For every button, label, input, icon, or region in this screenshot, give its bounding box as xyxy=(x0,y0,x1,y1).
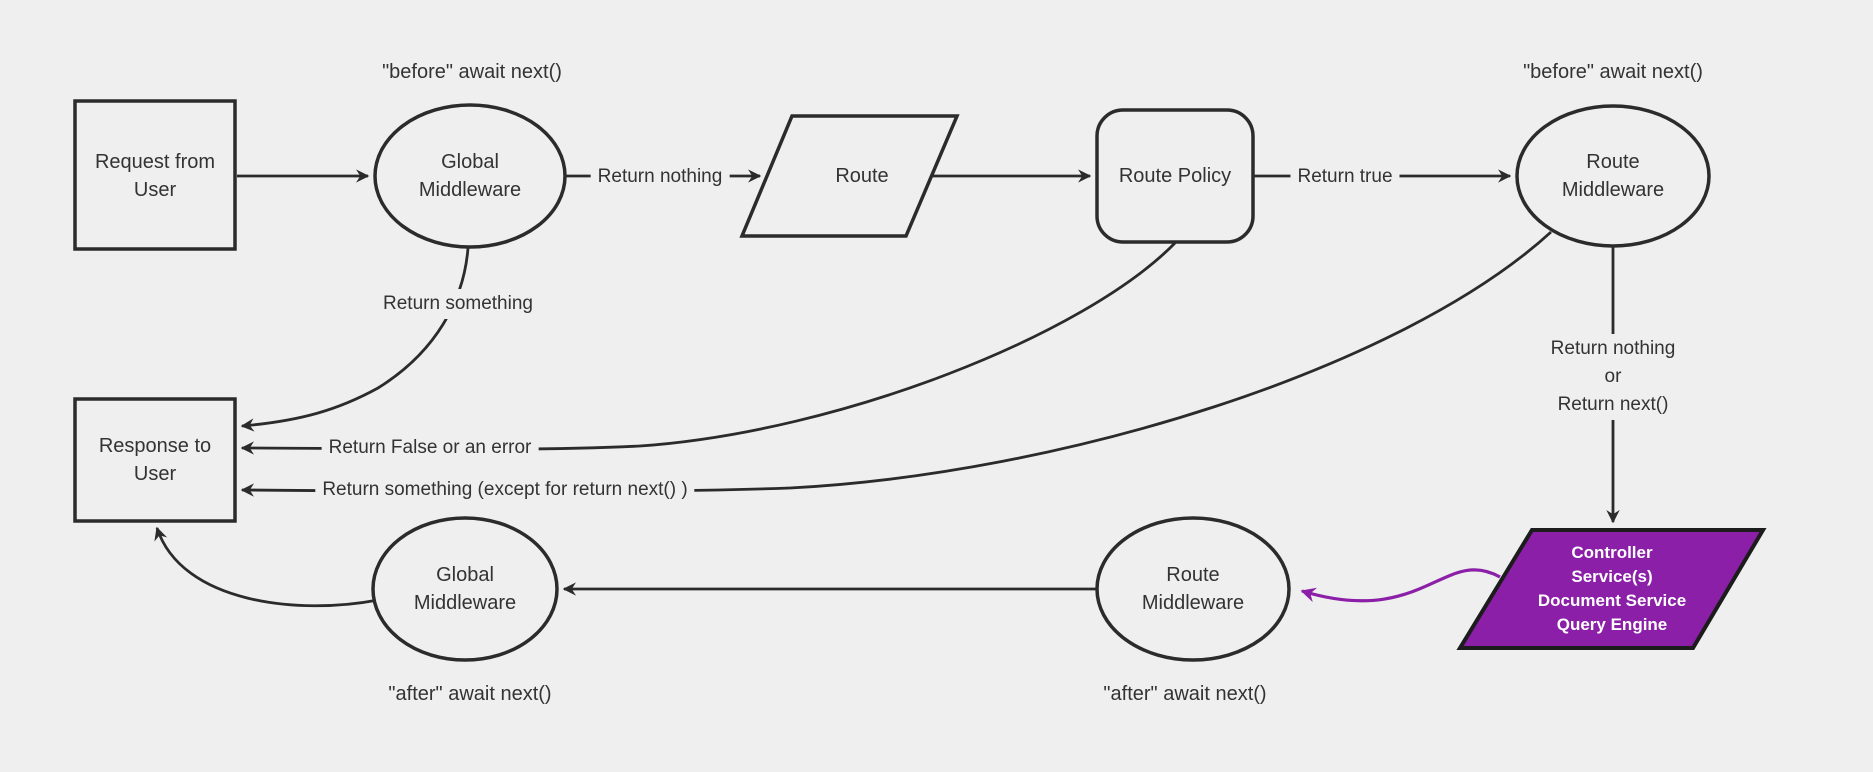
return-something-except-label: Return something (except for return next… xyxy=(315,475,695,505)
return-nothing-or-line1: Return nothing xyxy=(1550,338,1676,359)
return-nothing-label: Return nothing xyxy=(590,162,730,192)
edge-controller-to-route-middleware-bottom xyxy=(1300,568,1501,603)
global-mw-top-line2: Middleware xyxy=(418,179,522,201)
route-line1: Route xyxy=(835,165,889,187)
request-label-line2: User xyxy=(133,179,177,201)
return-true-label: Return true xyxy=(1290,162,1400,192)
controller-line3: Document Service xyxy=(1537,591,1687,610)
route-policy-label: Route Policy xyxy=(1119,162,1231,190)
global-middleware-bottom-ellipse xyxy=(371,516,559,662)
route-middleware-bottom-ellipse xyxy=(1095,516,1291,662)
route-policy-box xyxy=(1095,108,1255,244)
request-from-user-box xyxy=(73,99,237,251)
before-await-next-top-label: "before" await next() xyxy=(382,61,562,83)
global-middleware-top-label: Global Middleware xyxy=(419,148,521,204)
controller-line2: Service(s) xyxy=(1571,567,1653,586)
response-line1: Response to xyxy=(98,435,212,457)
edge-return-something-to-response xyxy=(240,247,470,432)
response-line2: User xyxy=(133,463,177,485)
route-mw-bottom-line2: Middleware xyxy=(1141,592,1245,614)
controller-line1: Controller xyxy=(1571,543,1653,562)
return-nothing-or-line2: or xyxy=(1604,366,1622,387)
route-label: Route xyxy=(835,162,888,190)
route-parallelogram xyxy=(739,114,960,238)
return-nothing-or-next-label: Return nothing or Return next() xyxy=(1543,334,1683,420)
global-mw-bottom-line1: Global xyxy=(436,564,494,586)
before-await-next-right-label: "before" await next() xyxy=(1523,61,1703,83)
request-from-user-label: Request from User xyxy=(95,148,215,204)
response-to-user-box xyxy=(73,397,237,523)
after-await-next-right-label: "after" await next() xyxy=(1103,683,1267,705)
global-mw-top-line1: Global xyxy=(441,151,499,173)
return-false-or-error-label: Return False or an error xyxy=(321,433,539,463)
route-middleware-top-ellipse xyxy=(1515,104,1711,248)
edge-global-middleware-bottom-to-response xyxy=(154,526,379,608)
route-policy-line1: Route Policy xyxy=(1118,165,1232,187)
controller-services-label: Controller Service(s) Document Service Q… xyxy=(1538,541,1686,637)
global-middleware-bottom-label: Global Middleware xyxy=(414,561,516,617)
route-mw-top-line1: Route xyxy=(1586,151,1640,173)
controller-line4: Query Engine xyxy=(1556,615,1668,634)
after-await-next-left-label: "after" await next() xyxy=(388,683,552,705)
return-nothing-or-line3: Return next() xyxy=(1557,394,1669,415)
route-middleware-top-label: Route Middleware xyxy=(1562,148,1664,204)
edge-return-false-to-response xyxy=(240,242,1176,455)
global-mw-bottom-line2: Middleware xyxy=(413,592,517,614)
global-middleware-top-ellipse xyxy=(373,103,567,249)
route-mw-top-line2: Middleware xyxy=(1561,179,1665,201)
route-middleware-bottom-label: Route Middleware xyxy=(1142,561,1244,617)
controller-services-parallelogram xyxy=(1456,528,1767,650)
response-to-user-label: Response to User xyxy=(99,432,211,488)
request-label-line1: Request from xyxy=(94,151,216,173)
route-mw-bottom-line1: Route xyxy=(1166,564,1220,586)
return-something-label: Return something xyxy=(376,289,540,319)
